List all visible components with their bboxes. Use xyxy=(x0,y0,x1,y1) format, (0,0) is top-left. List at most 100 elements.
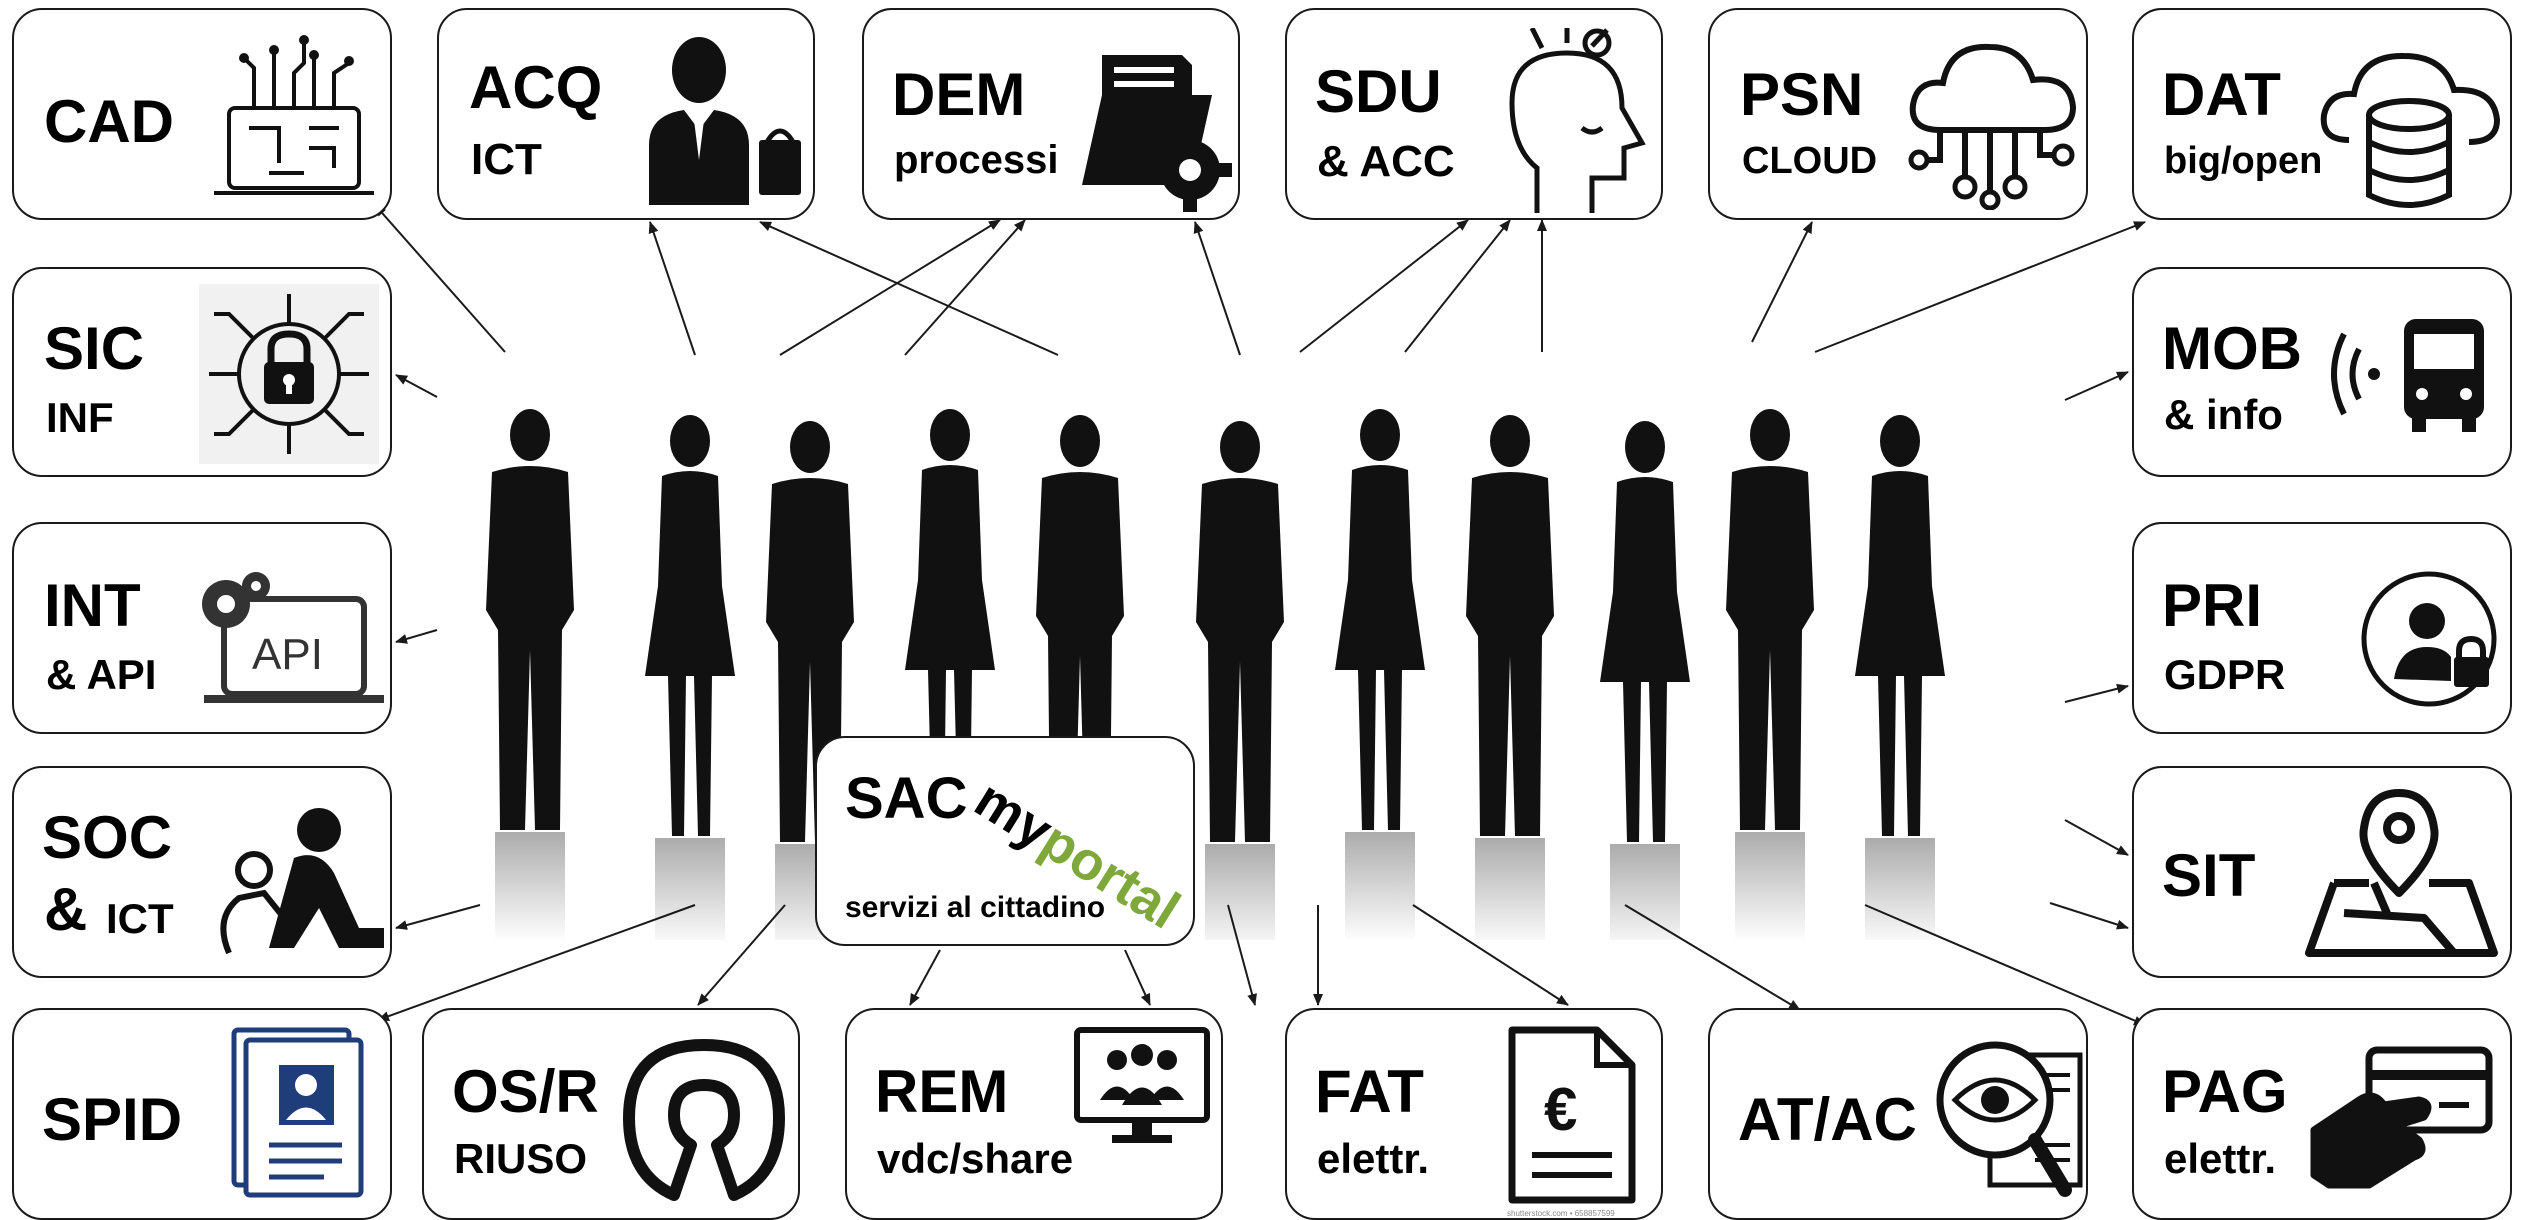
user-lock-icon xyxy=(2361,571,2497,707)
person-reflection xyxy=(1735,832,1805,940)
arrow-to-acq xyxy=(648,221,696,356)
people-silhouettes xyxy=(486,409,1945,940)
sic-box: SIC INF xyxy=(12,267,392,477)
sdu-box: SDU & ACC xyxy=(1285,8,1663,220)
cad-box: CAD xyxy=(12,8,392,220)
arrow-to-rem-2 xyxy=(1124,949,1151,1006)
arrow-to-psn xyxy=(1751,221,1813,343)
box-sub: & ACC xyxy=(1317,137,1455,186)
box-code: PRI xyxy=(2162,572,2263,639)
person-reflection xyxy=(655,838,725,940)
person-silhouette xyxy=(1196,421,1284,842)
head-ideas-icon xyxy=(1509,28,1646,213)
box-code: SOC xyxy=(42,804,173,871)
arrow-to-sit xyxy=(2064,819,2129,856)
person-reflection xyxy=(495,832,565,940)
dem-box: DEM processi xyxy=(862,8,1240,220)
box-code: SDU xyxy=(1315,58,1442,125)
box-sub: & API xyxy=(46,651,157,698)
pri-box: PRI GDPR xyxy=(2132,522,2512,734)
arrow-to-osr xyxy=(697,904,786,1006)
person-silhouette xyxy=(1466,415,1554,836)
psn-box: PSN CLOUD xyxy=(1708,8,2088,220)
arrow-to-dem-2 xyxy=(904,219,1026,356)
person-silhouette xyxy=(1335,409,1425,830)
box-sub: & info xyxy=(2164,391,2283,438)
euro-invoice-icon: € xyxy=(1508,1026,1636,1204)
api-label: API xyxy=(252,630,323,679)
person-silhouette xyxy=(1600,421,1690,842)
arrow-to-dem xyxy=(779,219,1001,356)
cloud-network-icon xyxy=(1908,43,2077,210)
box-sub: RIUSO xyxy=(454,1135,588,1182)
person-silhouette xyxy=(645,415,735,836)
open-source-icon xyxy=(623,1039,785,1201)
arrow-to-fat-2 xyxy=(1412,904,1569,1006)
soc-box: SOC & ICT xyxy=(12,766,392,978)
arrow-to-mob xyxy=(2064,371,2129,401)
box-sub-prefix: & xyxy=(44,876,88,943)
osr-box: OS/R RIUSO xyxy=(422,1008,800,1220)
eye-magnifier-icon xyxy=(1936,1041,2083,1197)
arrow-to-sdu-2 xyxy=(1404,219,1511,353)
box-code: MOB xyxy=(2162,315,2302,382)
int-box: INT & API API xyxy=(12,522,392,734)
arrow-to-soc xyxy=(395,904,481,930)
sac-code: SAC xyxy=(845,766,968,831)
sac-sub: servizi al cittadino xyxy=(845,891,1106,924)
box-sub: GDPR xyxy=(2164,651,2286,698)
person-silhouette xyxy=(905,409,995,830)
arrow-to-rem xyxy=(909,949,941,1006)
circuit-laptop-icon xyxy=(214,35,374,195)
arrow-to-pri xyxy=(2064,683,2129,703)
sit-box: SIT xyxy=(2132,766,2512,978)
atac-box: AT/AC xyxy=(1708,1008,2088,1220)
arrow-to-sit-2 xyxy=(2049,902,2129,930)
box-code: PAG xyxy=(2162,1058,2288,1125)
arrow-to-sic xyxy=(395,374,438,398)
acq-box: ACQ ICT xyxy=(437,8,815,220)
box-code: AT/AC xyxy=(1738,1086,1917,1153)
card-payment-icon xyxy=(2310,1046,2493,1189)
arrow-to-cad xyxy=(374,204,506,353)
box-code: ACQ xyxy=(469,54,603,121)
person-reflection xyxy=(1205,844,1275,940)
box-sub: CLOUD xyxy=(1742,140,1878,182)
fat-box: FAT elettr. € shutterstock.com • 6588575… xyxy=(1285,1008,1663,1220)
person-silhouette xyxy=(486,409,574,830)
person-reflection xyxy=(1345,832,1415,940)
spid-box: SPID xyxy=(12,1008,392,1220)
person-reflection xyxy=(1610,844,1680,940)
box-sub: ICT xyxy=(106,895,174,942)
box-code: SIT xyxy=(2162,842,2256,909)
box-sub: processi xyxy=(894,138,1059,182)
lock-circuit-icon xyxy=(199,284,379,464)
folder-gear-icon xyxy=(1082,55,1232,212)
arrow-to-sdu xyxy=(1299,219,1469,353)
bus-signal-icon xyxy=(2331,319,2484,432)
dat-box: DAT big/open xyxy=(2132,8,2512,220)
arrow-to-spid xyxy=(377,904,696,1021)
mob-box: MOB & info xyxy=(2132,267,2512,477)
arrow-to-dem-3 xyxy=(1193,221,1241,356)
cloud-database-icon xyxy=(2320,52,2501,208)
box-code: FAT xyxy=(1315,1058,1424,1125)
sac-box: SAC myportal servizi al cittadino xyxy=(815,736,1195,946)
box-code: CAD xyxy=(44,88,174,155)
box-code: SPID xyxy=(42,1086,183,1153)
box-code: INT xyxy=(44,572,141,639)
person-reflection xyxy=(1475,838,1545,940)
box-code: SIC xyxy=(44,315,145,382)
box-code: DEM xyxy=(892,61,1026,128)
svg-text:€: € xyxy=(1544,1076,1577,1143)
video-conference-icon xyxy=(1074,1027,1210,1143)
arrow-to-int xyxy=(395,629,438,644)
box-code: DAT xyxy=(2162,61,2281,128)
person-silhouette xyxy=(1726,409,1814,830)
pag-box: PAG elettr. xyxy=(2132,1008,2512,1220)
arrow-to-dat xyxy=(1814,221,2146,353)
businessman-bag-icon xyxy=(649,37,801,205)
api-laptop-icon: API xyxy=(202,572,384,703)
box-code: PSN xyxy=(1740,61,1864,128)
box-sub: ICT xyxy=(471,135,542,184)
